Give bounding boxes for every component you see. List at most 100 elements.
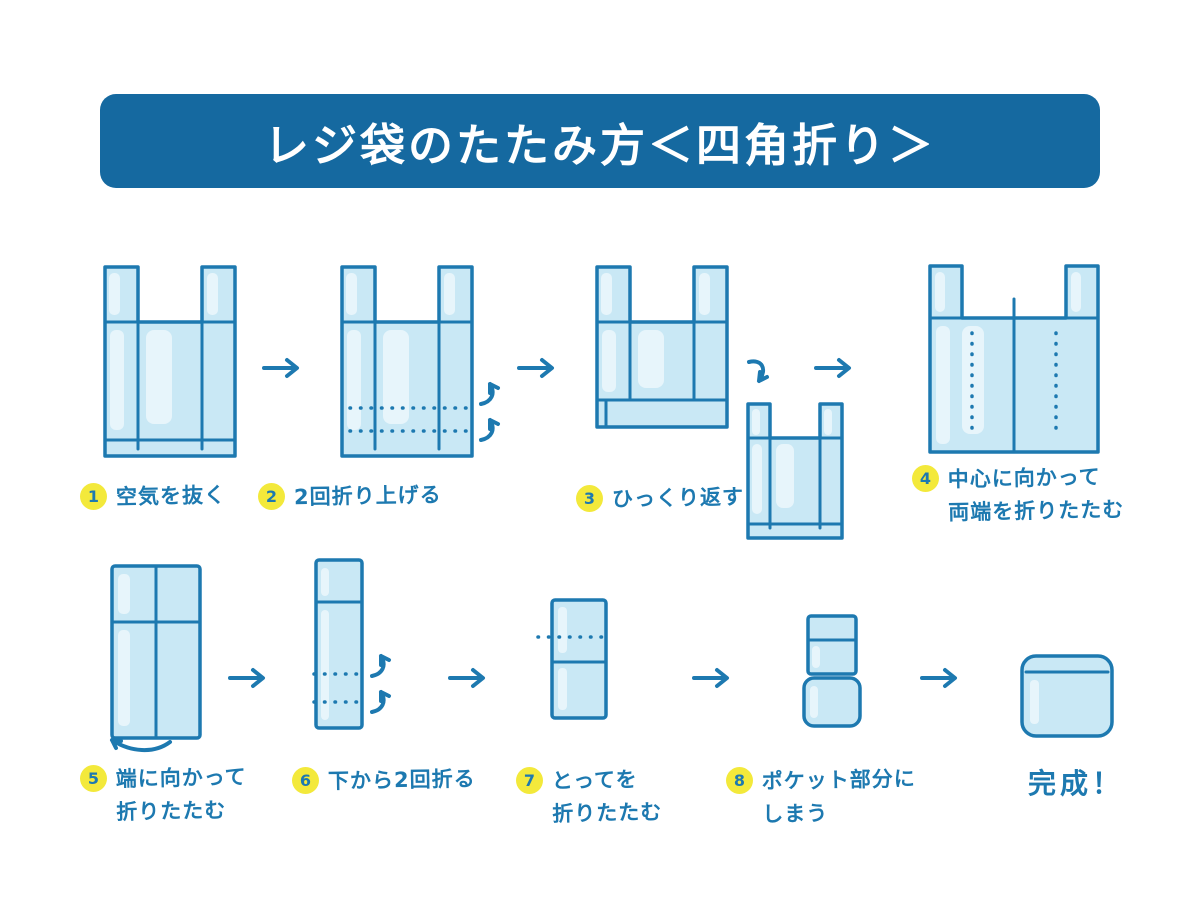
step-4-number-badge: 4 xyxy=(912,465,939,492)
step-1-number-badge: 1 xyxy=(80,483,107,510)
bag-highlight xyxy=(383,330,409,424)
fold-left-arrow-icon xyxy=(110,738,172,753)
bag-highlight xyxy=(146,330,172,424)
step-7-text: とってを 折りたたむ xyxy=(551,763,663,830)
flip-over-arrow-icon xyxy=(747,359,769,383)
title-banner: レジ袋のたたみ方＜四角折り＞ xyxy=(100,94,1100,188)
step-7-text-line1: とってを xyxy=(551,767,638,793)
step-6-number-badge: 6 xyxy=(292,767,319,794)
right-arrow-icon xyxy=(920,668,957,688)
bag-highlight xyxy=(935,272,945,312)
step-6-text-line1: 下から2回折る xyxy=(327,766,476,794)
bag-seam-lines xyxy=(110,564,202,740)
bag-highlight xyxy=(558,607,567,653)
fold-up-arrow-icon xyxy=(370,690,391,714)
bag-illustration-step-8 xyxy=(802,614,862,728)
bag-highlight xyxy=(812,646,820,668)
step-5-label: 5 端に向かって 折りたたむ xyxy=(80,762,247,827)
step-7-number-badge: 7 xyxy=(516,767,543,794)
fold-dotted-lines xyxy=(312,672,366,704)
bag-highlight xyxy=(207,273,218,315)
bag-highlight xyxy=(118,574,130,614)
step-6-text: 下から2回折る xyxy=(328,763,476,798)
bag-illustration-step-1 xyxy=(103,265,237,458)
bag-highlight xyxy=(776,444,794,508)
step-4-label: 4 中心に向かって 両端を折りたたむ xyxy=(912,462,1124,527)
step-5-text-line2: 折りたたむ xyxy=(116,797,227,824)
step-2-text: 2回折り上げる xyxy=(294,479,442,514)
bag-illustration-step-3 xyxy=(595,265,844,540)
step-1-text: 空気を抜く xyxy=(116,479,227,513)
bag-highlight xyxy=(110,330,124,430)
step-5-text-line1: 端に向かって xyxy=(115,764,247,792)
bag-illustration-step-6 xyxy=(312,558,391,730)
fold-dotted-lines xyxy=(348,406,468,433)
fold-up-arrow-icon xyxy=(479,418,500,442)
bag-highlight xyxy=(1030,680,1039,724)
step-8-text: ポケット部分に しまう xyxy=(761,763,916,831)
bag-highlight xyxy=(936,326,950,444)
bag-highlight xyxy=(810,686,818,718)
fold-up-arrow-icon xyxy=(479,382,500,406)
page-title: レジ袋のたたみ方＜四角折り＞ xyxy=(263,118,936,172)
step-6-label: 6 下から2回折る xyxy=(292,764,476,797)
bag-highlight xyxy=(752,444,762,514)
right-arrow-icon xyxy=(262,358,299,378)
bag-highlight xyxy=(752,409,760,435)
step-8-label: 8 ポケット部分に しまう xyxy=(726,764,916,829)
step-3-text-line1: ひっくり返す xyxy=(611,484,745,512)
right-arrow-icon xyxy=(228,668,265,688)
step-4-text: 中心に向かって 両端を折りたたむ xyxy=(947,460,1125,528)
step-7-label: 7 とってを 折りたたむ xyxy=(516,764,662,829)
step-2-text-line1: 2回折り上げる xyxy=(293,482,442,510)
bag-highlight xyxy=(347,330,361,430)
step-1-text-line1: 空気を抜く xyxy=(115,483,227,509)
bag-body xyxy=(1020,654,1114,738)
finish-label: 完成！ xyxy=(1028,767,1125,800)
bag-seam-lines xyxy=(103,320,237,451)
bag-highlight xyxy=(824,409,832,435)
step-3-label: 3 ひっくり返す xyxy=(576,482,744,515)
bag-highlight xyxy=(962,326,984,434)
step-3-number-badge: 3 xyxy=(576,485,603,512)
step-8-text-line2: しまう xyxy=(762,800,829,826)
bag-illustration-finished xyxy=(1020,654,1114,738)
right-arrow-icon xyxy=(692,668,729,688)
bag-illustration-step-7 xyxy=(536,598,612,720)
right-arrow-icon xyxy=(814,358,851,378)
step-2-label: 2 2回折り上げる xyxy=(258,480,442,513)
bag-highlight xyxy=(346,273,357,315)
step-5-text: 端に向かって 折りたたむ xyxy=(115,761,247,828)
bag-highlight xyxy=(699,273,710,315)
bag-highlight xyxy=(601,273,612,315)
bag-highlight xyxy=(602,330,616,392)
fold-up-arrow-icon xyxy=(370,654,391,678)
bag-highlight xyxy=(321,568,329,596)
bag-seam-lines xyxy=(746,436,844,530)
step-8-number-badge: 8 xyxy=(726,767,753,794)
bag-highlight xyxy=(558,668,567,710)
step-8-text-line1: ポケット部分に xyxy=(761,766,916,794)
bag-highlight xyxy=(109,273,120,315)
step-2-number-badge: 2 xyxy=(258,483,285,510)
step-4-text-line1: 中心に向かって xyxy=(947,464,1101,492)
step-3-text: ひっくり返す xyxy=(612,481,745,516)
bag-highlight xyxy=(444,273,455,315)
right-arrow-icon xyxy=(517,358,554,378)
step-4-text-line2: 両端を折りたたむ xyxy=(948,497,1125,525)
bag-seam-lines xyxy=(340,320,474,451)
right-arrow-icon xyxy=(448,668,485,688)
step-7-text-line2: 折りたたむ xyxy=(552,799,663,826)
bag-highlight xyxy=(1071,272,1081,312)
bag-illustration-step-2 xyxy=(340,265,500,458)
bag-highlight xyxy=(638,330,664,388)
bag-illustration-step-5 xyxy=(110,564,202,753)
step-5-number-badge: 5 xyxy=(80,765,107,792)
bag-illustration-step-4 xyxy=(928,264,1100,454)
bag-seam-lines xyxy=(595,320,729,429)
bag-highlight xyxy=(321,610,329,720)
bag-flipped-small xyxy=(746,402,844,540)
bag-highlight xyxy=(118,630,130,726)
